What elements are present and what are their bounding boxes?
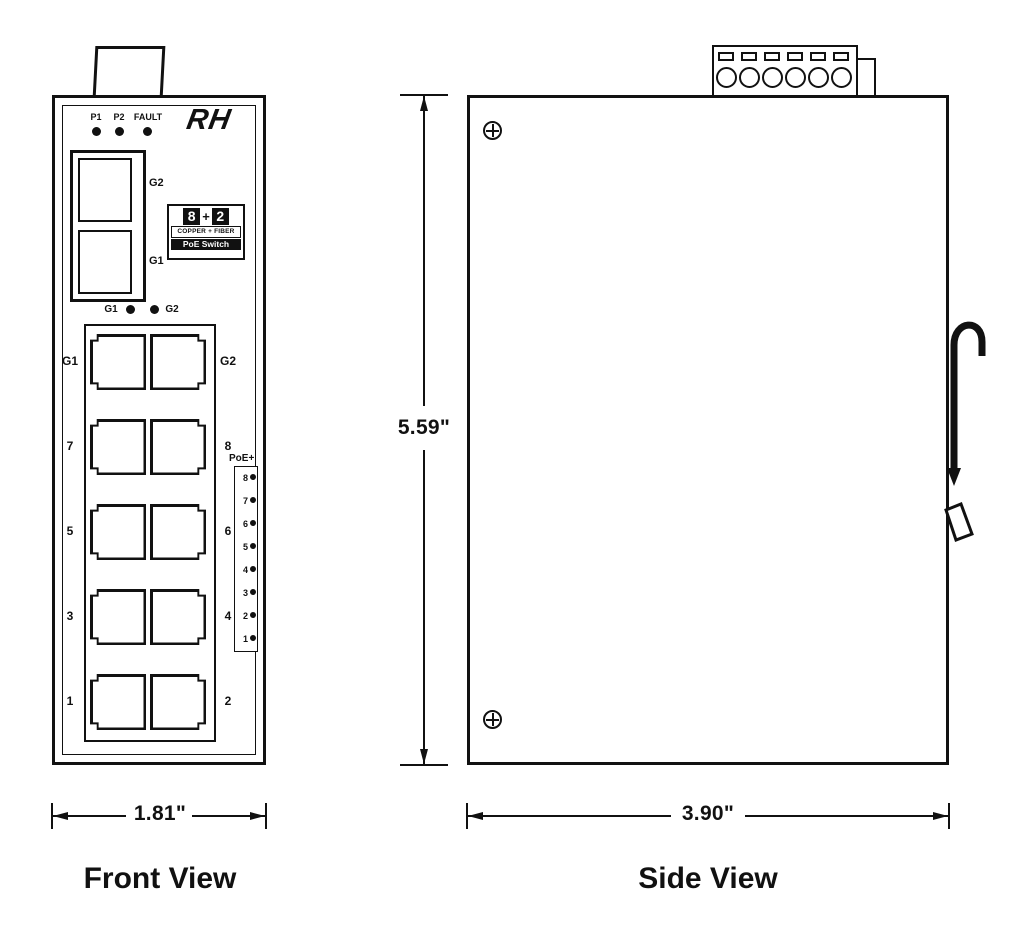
front-top-connector bbox=[92, 46, 166, 98]
rj45-port-opening bbox=[152, 336, 204, 388]
uplink-g2-led-dot bbox=[150, 305, 159, 314]
port-label-left-g1: G1 bbox=[61, 354, 78, 368]
rj45-port bbox=[90, 674, 146, 730]
port-label-right-6: 6 bbox=[224, 524, 232, 538]
din-rail-clip bbox=[944, 321, 986, 542]
rj45-port-opening bbox=[152, 506, 204, 558]
port-label-left-7: 7 bbox=[66, 439, 74, 453]
badge-copper-fiber-label: COPPER + FIBER bbox=[171, 226, 241, 238]
port-label-right-g2: G2 bbox=[219, 354, 236, 368]
poe-led-dot-2 bbox=[250, 612, 256, 618]
rj45-port-opening bbox=[152, 591, 204, 643]
side-depth-dimension-text: 3.90" bbox=[681, 802, 735, 825]
side-depth-dimension-line bbox=[466, 803, 950, 829]
poe-led-number-6: 6 bbox=[242, 519, 248, 529]
led-label-p2: P2 bbox=[113, 112, 125, 122]
uplink-led-label-g2: G2 bbox=[165, 304, 179, 315]
product-badge: 8 + 2 COPPER + FIBER PoE Switch bbox=[167, 204, 245, 260]
side-view-device-body bbox=[467, 95, 949, 765]
terminal-screw bbox=[808, 67, 829, 88]
poe-led-number-3: 3 bbox=[242, 588, 248, 598]
poe-led-dot-8 bbox=[250, 474, 256, 480]
rj45-port bbox=[150, 674, 206, 730]
p2-led-dot bbox=[115, 127, 124, 136]
poe-led-number-2: 2 bbox=[242, 611, 248, 621]
led-label-fault: FAULT bbox=[133, 112, 163, 122]
rj45-port-opening bbox=[92, 676, 144, 728]
port-label-left-5: 5 bbox=[66, 524, 74, 538]
front-view-label: Front View bbox=[83, 862, 237, 895]
terminal-slot bbox=[810, 52, 826, 61]
side-height-dimension-line bbox=[400, 94, 448, 766]
poe-led-dot-4 bbox=[250, 566, 256, 572]
rj45-port bbox=[150, 334, 206, 390]
rj45-port bbox=[150, 504, 206, 560]
front-width-dimension-line bbox=[51, 803, 267, 829]
panel-screw-bottom bbox=[483, 710, 502, 729]
rj45-port bbox=[150, 589, 206, 645]
port-label-right-8: 8 bbox=[224, 439, 232, 453]
poe-led-dot-3 bbox=[250, 589, 256, 595]
terminal-screw bbox=[831, 67, 852, 88]
sfp-label-g2: G2 bbox=[149, 177, 164, 189]
badge-digit-copper: 8 bbox=[183, 208, 201, 225]
badge-digit-fiber: 2 bbox=[211, 208, 229, 225]
badge-top-row: 8 + 2 bbox=[171, 208, 241, 225]
rj45-port bbox=[90, 589, 146, 645]
port-label-right-4: 4 bbox=[224, 609, 232, 623]
terminal-slot bbox=[764, 52, 780, 61]
rj45-port-opening bbox=[152, 676, 204, 728]
port-label-left-3: 3 bbox=[66, 609, 74, 623]
terminal-slot bbox=[833, 52, 849, 61]
poe-panel-title: PoE+ bbox=[229, 453, 255, 464]
terminal-slot bbox=[718, 52, 734, 61]
poe-led-number-1: 1 bbox=[242, 634, 248, 644]
led-label-p1: P1 bbox=[90, 112, 102, 122]
sfp-label-g1: G1 bbox=[149, 255, 164, 267]
terminal-screw bbox=[716, 67, 737, 88]
side-height-dimension-text: 5.59" bbox=[390, 416, 458, 440]
badge-plus: + bbox=[202, 209, 210, 224]
poe-led-number-7: 7 bbox=[242, 496, 248, 506]
rj45-port bbox=[90, 419, 146, 475]
poe-led-number-5: 5 bbox=[242, 542, 248, 552]
terminal-slot bbox=[787, 52, 803, 61]
side-view-label: Side View bbox=[638, 862, 778, 895]
uplink-g1-led-dot bbox=[126, 305, 135, 314]
sfp-slot-g1 bbox=[78, 230, 132, 294]
rj45-port-opening bbox=[92, 421, 144, 473]
poe-led-number-4: 4 bbox=[242, 565, 248, 575]
poe-led-dot-5 bbox=[250, 543, 256, 549]
rj45-port bbox=[150, 419, 206, 475]
front-width-dimension-text: 1.81" bbox=[133, 802, 187, 825]
rj45-port bbox=[90, 504, 146, 560]
terminal-slot bbox=[741, 52, 757, 61]
rj45-port bbox=[90, 334, 146, 390]
poe-led-dot-6 bbox=[250, 520, 256, 526]
terminal-screw bbox=[739, 67, 760, 88]
rj45-port-opening bbox=[152, 421, 204, 473]
fault-led-dot bbox=[143, 127, 152, 136]
port-label-left-1: 1 bbox=[66, 694, 74, 708]
uplink-led-label-g1: G1 bbox=[104, 304, 118, 315]
terminal-screw bbox=[762, 67, 783, 88]
poe-led-dot-1 bbox=[250, 635, 256, 641]
poe-led-panel-outline bbox=[234, 466, 258, 652]
p1-led-dot bbox=[92, 127, 101, 136]
terminal-screw bbox=[785, 67, 806, 88]
port-label-right-2: 2 bbox=[224, 694, 232, 708]
front-panel-outline bbox=[62, 105, 256, 755]
badge-poe-switch-label: PoE Switch bbox=[171, 239, 241, 250]
poe-led-dot-7 bbox=[250, 497, 256, 503]
brand-logo: RH bbox=[184, 104, 234, 136]
sfp-slot-g2 bbox=[78, 158, 132, 222]
panel-screw-top bbox=[483, 121, 502, 140]
rj45-port-opening bbox=[92, 336, 144, 388]
rj45-port-opening bbox=[92, 506, 144, 558]
poe-led-number-8: 8 bbox=[242, 473, 248, 483]
rj45-port-opening bbox=[92, 591, 144, 643]
terminal-block-extension bbox=[856, 58, 876, 97]
